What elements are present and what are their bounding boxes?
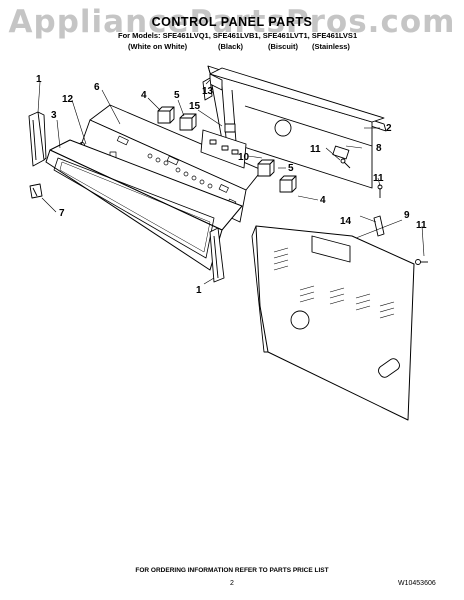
callout-3: 3 <box>51 110 57 121</box>
part-5-switch-low <box>257 159 275 177</box>
part-9-rear-cover <box>251 225 415 421</box>
part-3-panel <box>45 139 243 271</box>
callout-9: 9 <box>404 210 410 221</box>
callout-10: 10 <box>238 152 250 163</box>
callout-11-a: 11 <box>310 144 321 155</box>
callout-8: 8 <box>376 143 382 154</box>
callout-labels: 1 12 3 6 4 5 15 13 2 8 11 10 5 11 4 14 9… <box>36 74 427 296</box>
part-11-screw-a <box>340 158 351 169</box>
callout-7: 7 <box>59 208 65 219</box>
watermark-logo: AppliancePartsPros.com <box>8 4 456 40</box>
variant-white: (White on White) <box>128 42 188 51</box>
callout-1-lower: 1 <box>196 285 202 296</box>
variant-black: (Black) <box>218 42 244 51</box>
callout-15: 15 <box>189 101 201 112</box>
part-10-board <box>200 129 247 169</box>
callout-5-upper: 5 <box>174 90 180 101</box>
variant-biscuit: (Biscuit) <box>268 42 298 51</box>
part-11-screw-b <box>377 184 383 198</box>
leader-lines <box>37 79 425 285</box>
part-7-clip <box>29 183 43 199</box>
callout-12: 12 <box>62 94 74 105</box>
callout-13: 13 <box>202 86 214 97</box>
document-number: W10453606 <box>398 580 436 587</box>
callout-5-lower: 5 <box>288 163 294 174</box>
callout-11-b: 11 <box>373 173 384 184</box>
callout-4-lower: 4 <box>320 195 326 206</box>
callout-4-upper: 4 <box>141 90 147 101</box>
callout-14: 14 <box>340 216 352 227</box>
page-title: CONTROL PANEL PARTS <box>151 15 313 29</box>
ordering-note: FOR ORDERING INFORMATION REFER TO PARTS … <box>135 567 329 574</box>
part-11-screw-c <box>415 259 428 265</box>
part-4-switch-low <box>279 175 297 193</box>
part-5-switch-top <box>179 113 197 131</box>
part-8-bracket <box>209 67 385 189</box>
variant-stainless: (Stainless) <box>312 42 350 51</box>
part-14-clip <box>373 215 385 237</box>
part-15-module <box>224 123 236 133</box>
part-13-tab <box>202 77 213 101</box>
page-number: 2 <box>230 580 234 587</box>
callout-11-c: 11 <box>416 220 427 231</box>
callout-1-upper: 1 <box>36 74 42 85</box>
part-1-endcap-left <box>28 111 47 167</box>
callout-6: 6 <box>94 82 100 93</box>
part-1-endcap-right <box>209 227 225 283</box>
callout-2: 2 <box>386 123 392 134</box>
models-line: For Models: SFE461LVQ1, SFE461LVB1, SFE4… <box>118 31 358 40</box>
part-4-switch-top <box>157 106 175 124</box>
